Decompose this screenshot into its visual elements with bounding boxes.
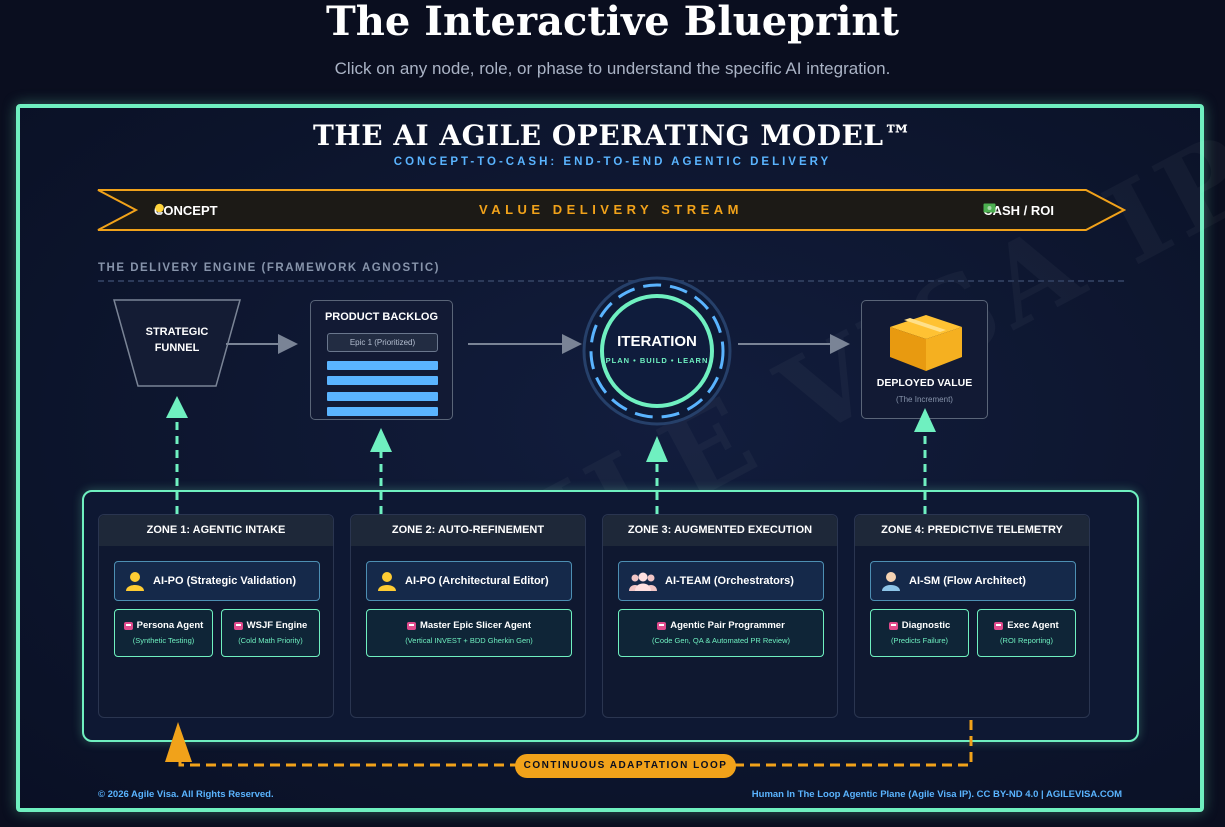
iteration-title: ITERATION — [617, 333, 697, 350]
agent-card-pair-programmer[interactable]: Agentic Pair Programmer (Code Gen, QA & … — [618, 609, 824, 657]
deployed-value-node[interactable]: DEPLOYED VALUE (The Increment) — [861, 300, 988, 419]
funnel-label-line-1: STRATEGIC — [145, 326, 209, 338]
stream-end: CASH / ROI — [983, 203, 1054, 218]
robot-icon — [406, 621, 416, 630]
role-card-ai-sm[interactable]: AI-SM (Flow Architect) — [870, 561, 1076, 601]
agent-card-diagnostic[interactable]: Diagnostic (Predicts Failure) — [870, 609, 969, 657]
stream-end-label: CASH / ROI — [983, 203, 1054, 218]
zone-3-augmented-execution[interactable]: ZONE 3: AUGMENTED EXECUTION AI-TEAM (Orc… — [602, 514, 838, 718]
strategic-funnel-node[interactable]: STRATEGIC FUNNEL — [112, 298, 242, 388]
money-icon — [983, 203, 996, 213]
agent-subtitle: (Cold Math Priority) — [238, 636, 303, 645]
agent-subtitle: (Synthetic Testing) — [132, 636, 195, 645]
stream-start-label: CONCEPT — [154, 203, 218, 218]
robot-icon — [994, 621, 1004, 630]
robot-icon — [233, 621, 243, 630]
agent-title: Exec Agent — [978, 620, 1075, 631]
lightbulb-icon — [155, 203, 164, 215]
role-card-ai-team[interactable]: AI-TEAM (Orchestrators) — [618, 561, 824, 601]
agent-card-wsjf[interactable]: WSJF Engine (Cold Math Priority) — [221, 609, 320, 657]
agent-title: Master Epic Slicer Agent — [367, 620, 571, 631]
backlog-title: PRODUCT BACKLOG — [324, 311, 439, 323]
agent-card-epic-slicer[interactable]: Master Epic Slicer Agent (Vertical INVES… — [366, 609, 572, 657]
agent-title-text: Agentic Pair Programmer — [670, 620, 785, 631]
zone-header: ZONE 2: AUTO-REFINEMENT — [351, 515, 585, 546]
role-label: AI-PO (Architectural Editor) — [405, 575, 549, 587]
agent-title: WSJF Engine — [222, 620, 319, 631]
group-icon — [629, 572, 657, 591]
agent-title: Diagnostic — [871, 620, 968, 631]
funnel-shape — [113, 299, 241, 387]
person-yellow-icon — [378, 572, 396, 591]
page-subtitle: Click on any node, role, or phase to und… — [334, 59, 891, 78]
iteration-node[interactable]: ITERATION PLAN • BUILD • LEARN — [580, 274, 734, 428]
agent-subtitle: (Vertical INVEST + BDD Gherkin Gen) — [405, 636, 533, 645]
iteration-subtitle: PLAN • BUILD • LEARN — [605, 356, 709, 365]
zone-header: ZONE 1: AGENTIC INTAKE — [99, 515, 333, 546]
value-stream-arrow-shape — [97, 189, 1126, 231]
product-backlog-node[interactable]: PRODUCT BACKLOG Epic 1 (Prioritized) — [310, 300, 453, 420]
backlog-item-bar — [327, 361, 438, 370]
robot-icon — [657, 621, 667, 630]
stream-center-label: VALUE DELIVERY STREAM — [478, 202, 743, 217]
footer-copyright: © 2026 Agile Visa. All Rights Reserved. — [98, 789, 274, 800]
agent-card-exec[interactable]: Exec Agent (ROI Reporting) — [977, 609, 1076, 657]
person-yellow-icon — [126, 572, 144, 591]
backlog-item-bar — [327, 392, 438, 401]
backlog-item-bar — [327, 376, 438, 385]
delivery-engine-divider — [98, 280, 1124, 282]
stream-start: CONCEPT — [154, 203, 218, 218]
iteration-ring-shape — [582, 276, 732, 426]
delivery-engine-label: THE DELIVERY ENGINE (FRAMEWORK AGNOSTIC) — [98, 262, 440, 274]
agent-card-persona[interactable]: Persona Agent (Synthetic Testing) — [114, 609, 213, 657]
funnel-label-line-2: FUNNEL — [154, 342, 200, 354]
deployed-value-subtitle: (The Increment) — [896, 395, 953, 404]
package-box-icon — [890, 315, 962, 371]
zone-header: ZONE 3: AUGMENTED EXECUTION — [603, 515, 837, 546]
zone-4-predictive-telemetry[interactable]: ZONE 4: PREDICTIVE TELEMETRY AI-SM (Flow… — [854, 514, 1090, 718]
role-card-ai-po-architectural[interactable]: AI-PO (Architectural Editor) — [366, 561, 572, 601]
continuous-adaptation-loop-pill[interactable]: CONTINUOUS ADAPTATION LOOP — [515, 754, 736, 778]
role-label: AI-SM (Flow Architect) — [909, 575, 1026, 587]
page-title: The Interactive Blueprint — [326, 0, 899, 45]
backlog-epic-item: Epic 1 (Prioritized) — [327, 333, 438, 352]
agent-title-text: Master Epic Slicer Agent — [419, 620, 532, 631]
value-stream-banner[interactable]: CONCEPT VALUE DELIVERY STREAM CASH / ROI — [96, 188, 1126, 232]
agent-subtitle: (Code Gen, QA & Automated PR Review) — [652, 636, 790, 645]
role-card-ai-po-strategic[interactable]: AI-PO (Strategic Validation) — [114, 561, 320, 601]
role-label: AI-TEAM (Orchestrators) — [665, 575, 794, 587]
model-subtitle: CONCEPT-TO-CASH: END-TO-END AGENTIC DELI… — [393, 156, 832, 168]
funnel-label: STRATEGIC FUNNEL — [112, 324, 242, 356]
agent-subtitle: (Predicts Failure) — [890, 636, 949, 645]
zone-1-agentic-intake[interactable]: ZONE 1: AGENTIC INTAKE AI-PO (Strategic … — [98, 514, 334, 718]
robot-icon — [123, 621, 133, 630]
robot-icon — [888, 621, 898, 630]
agent-subtitle: (ROI Reporting) — [1000, 636, 1053, 645]
model-title: THE AI AGILE OPERATING MODEL™ — [312, 119, 913, 152]
person-blue-icon — [882, 572, 900, 591]
zone-header: ZONE 4: PREDICTIVE TELEMETRY — [855, 515, 1089, 546]
agent-title: Persona Agent — [115, 620, 212, 631]
deployed-value-title: DEPLOYED VALUE — [876, 377, 973, 389]
agent-title: Agentic Pair Programmer — [619, 620, 823, 631]
zone-2-auto-refinement[interactable]: ZONE 2: AUTO-REFINEMENT AI-PO (Architect… — [350, 514, 586, 718]
backlog-item-bar — [327, 407, 438, 416]
footer-license[interactable]: Human In The Loop Agentic Plane (Agile V… — [751, 789, 1122, 800]
role-label: AI-PO (Strategic Validation) — [153, 575, 297, 587]
agent-title-text: Persona Agent — [136, 620, 204, 631]
agent-title-text: Diagnostic — [901, 620, 951, 631]
agent-title-text: WSJF Engine — [246, 620, 308, 631]
agent-title-text: Exec Agent — [1007, 620, 1059, 631]
